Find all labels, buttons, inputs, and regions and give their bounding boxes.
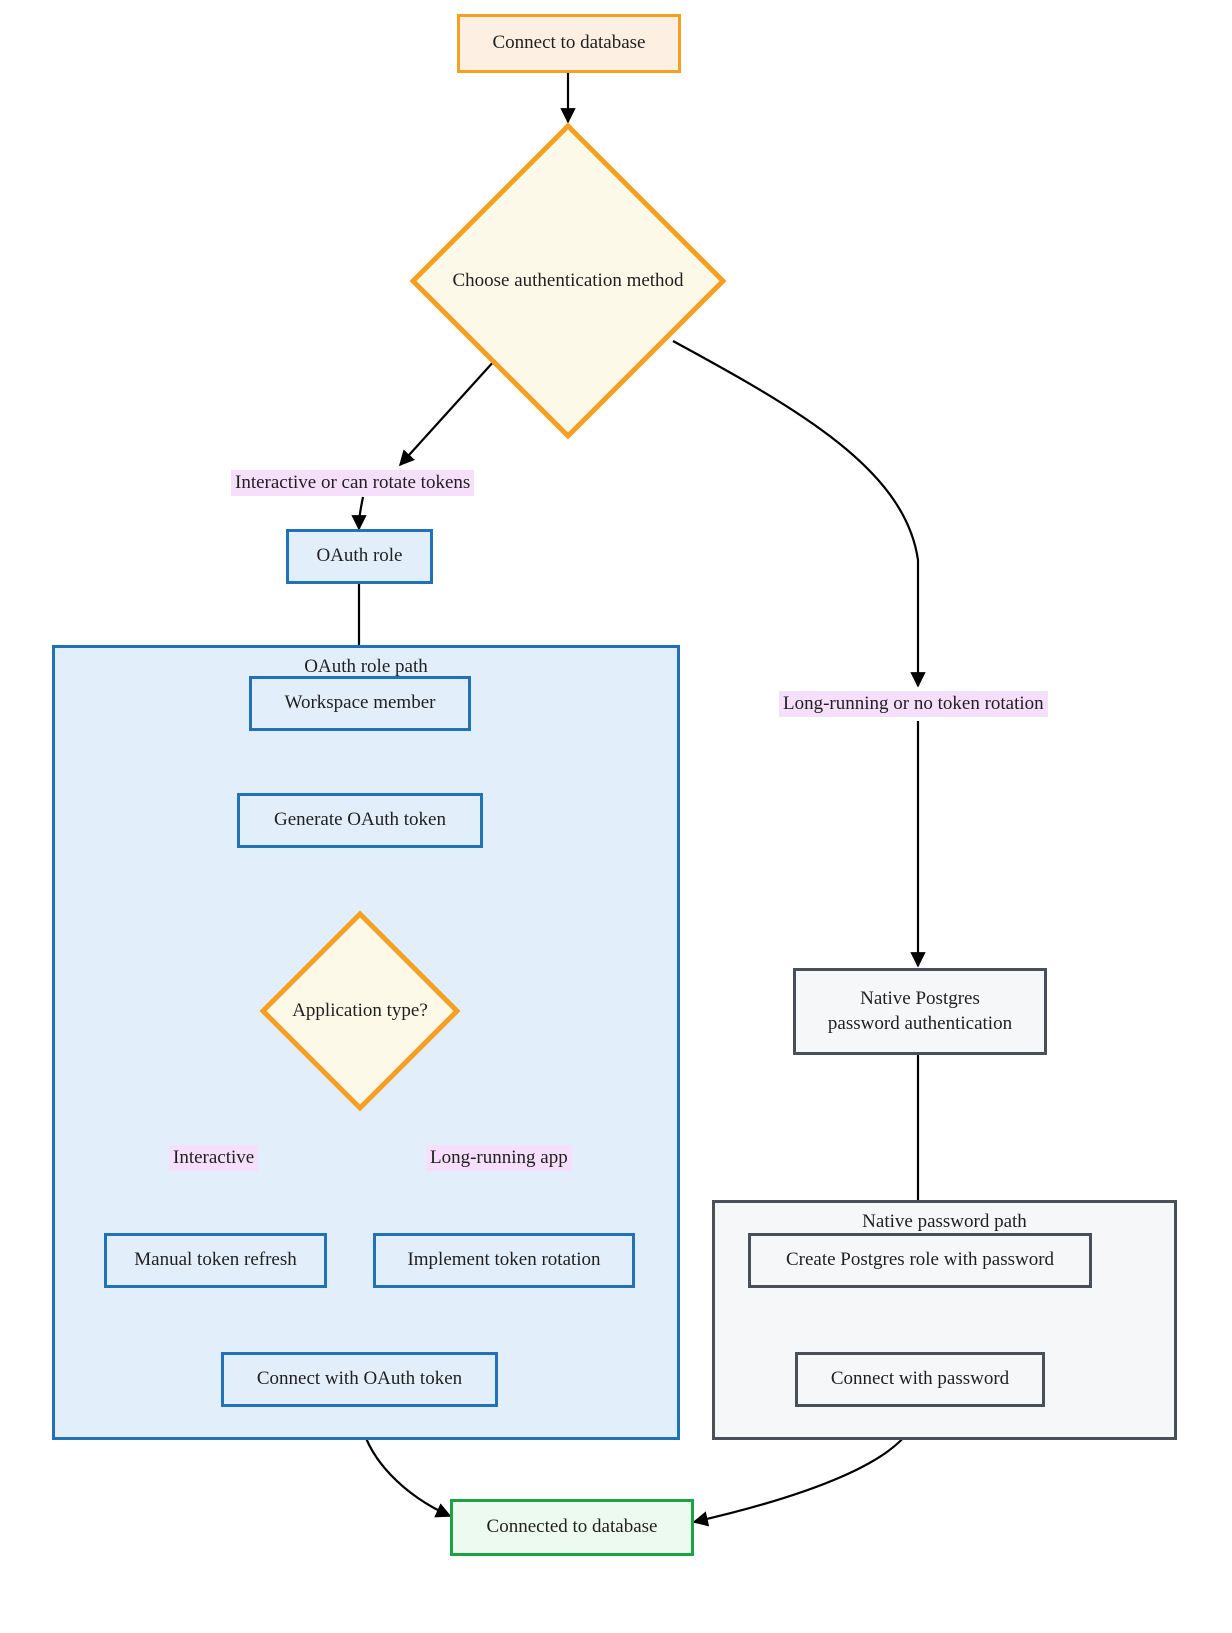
edge-oauthlabel-to-oauthrole [351,496,367,531]
node-connected-to-database[interactable]: Connected to database [450,1499,694,1556]
edge-label-interactive-or-can-rotate-tokens: Interactive or can rotate tokens [231,470,475,496]
edge-label-long-running-or-no-token-rotation: Long-running or no token rotation [779,691,1048,717]
node-connect-with-oauth-token[interactable]: Connect with OAuth token [221,1352,498,1407]
node-create-postgres-role-with-password[interactable]: Create Postgres role with password [748,1233,1092,1288]
node-generate-oauth-token[interactable]: Generate OAuth token [237,793,483,848]
node-native-postgres-password-authentication[interactable]: Native Postgres password authentication [793,968,1047,1055]
application-type-diamond-shape [259,910,461,1112]
decision-diamond-shape [409,122,727,440]
node-manual-token-refresh[interactable]: Manual token refresh [104,1233,327,1288]
node-workspace-member[interactable]: Workspace member [249,676,471,731]
cluster-oauth-role-path-title: OAuth role path [304,656,428,677]
node-application-type[interactable]: Application type? [259,910,461,1112]
node-implement-token-rotation[interactable]: Implement token rotation [373,1233,635,1288]
edge-label-interactive: Interactive [169,1145,259,1171]
node-connect-with-password[interactable]: Connect with password [795,1352,1045,1407]
node-choose-authentication-method[interactable]: Choose authentication method [409,122,727,440]
node-connect-to-database[interactable]: Connect to database [457,14,681,73]
node-oauth-role[interactable]: OAuth role [286,529,433,584]
cluster-native-password-path-title: Native password path [862,1211,1027,1232]
edge-label-long-running-app: Long-running app [426,1145,572,1171]
